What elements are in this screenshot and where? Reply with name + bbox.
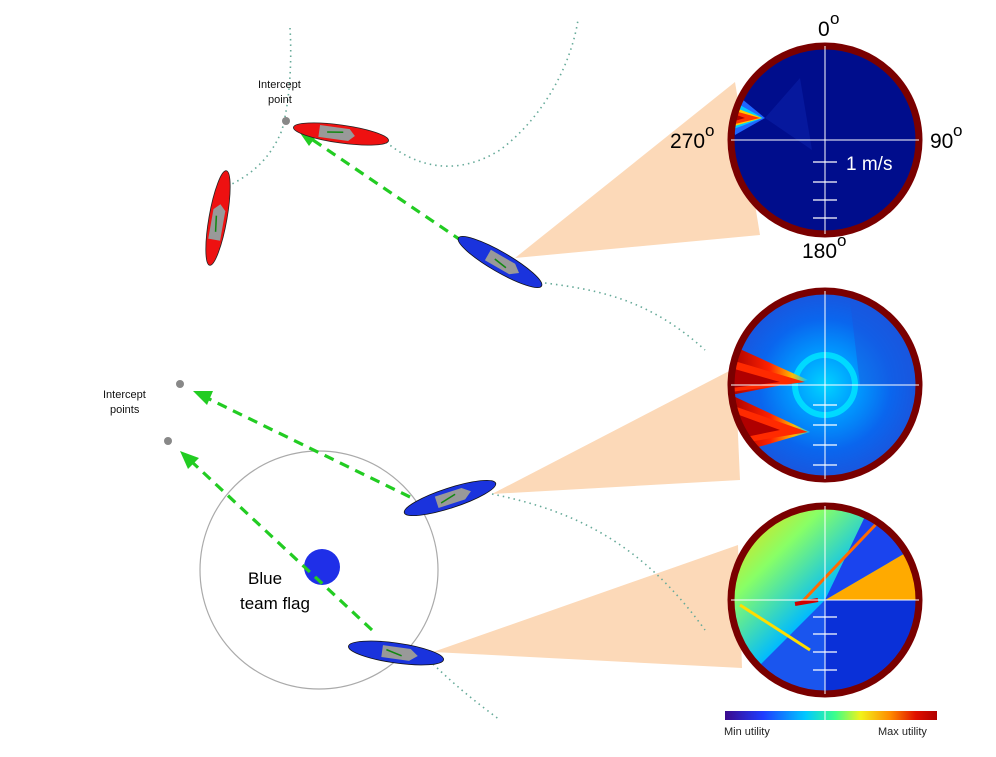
intercept-point-2: [164, 437, 172, 445]
angle-degree-0: o: [830, 9, 839, 28]
angle-label-0: 0: [818, 18, 830, 41]
trails: [229, 19, 706, 721]
utility-colorbar: [725, 708, 937, 722]
arrowhead-middle: [193, 391, 213, 405]
intercept-points-label-line1: Intercept: [103, 389, 146, 401]
trail-red-top: [385, 19, 579, 167]
trail-red-left: [229, 27, 292, 186]
blue-team-flag: [304, 549, 340, 585]
projection-cone-top: [515, 82, 760, 258]
flag-label-line1: Blue: [248, 569, 282, 588]
projection-cone-middle: [492, 368, 740, 494]
angle-label-180: 180: [802, 240, 837, 263]
red-boat-top: [293, 122, 389, 146]
angle-degree-90: o: [953, 121, 962, 140]
intercept-arrow-middle: [204, 395, 411, 499]
intercept-points-label-line2: points: [110, 404, 140, 416]
angle-degree-180: o: [837, 231, 846, 250]
polar-utility-plot-top: 1 m/s: [727, 42, 923, 238]
speed-scale-label: 1 m/s: [846, 154, 892, 175]
angle-label-90: 90: [930, 130, 953, 153]
intercept-point-1: [176, 380, 184, 388]
red-boat-left: [205, 170, 231, 266]
angle-degree-270: o: [705, 121, 714, 140]
intercept-point-top: [282, 117, 290, 125]
colorbar-min-label: Min utility: [724, 726, 770, 738]
intercept-arrow-bottom: [190, 460, 374, 632]
blue-boat-bottom: [348, 640, 444, 666]
intercept-point-label-line1: Intercept: [258, 79, 301, 91]
trail-blue-bottom: [432, 663, 501, 721]
blue-boat-middle: [403, 479, 497, 517]
projection-cone-bottom: [433, 545, 742, 668]
blue-boat-top: [457, 236, 543, 288]
polar-utility-plot-bottom: [727, 502, 923, 698]
intercept-arrow-top: [309, 136, 463, 243]
intercept-arrows: [190, 136, 463, 632]
angle-label-270: 270: [670, 130, 705, 153]
polar-utility-plot-middle: [727, 287, 923, 483]
defense-zone-circle: [199, 450, 439, 690]
arrowhead-bottom: [180, 451, 199, 469]
colorbar-max-label: Max utility: [878, 726, 927, 738]
intercept-point-label-line2: point: [268, 94, 292, 106]
flag-label-line2: team flag: [240, 594, 310, 613]
trail-blue-top: [544, 282, 706, 351]
